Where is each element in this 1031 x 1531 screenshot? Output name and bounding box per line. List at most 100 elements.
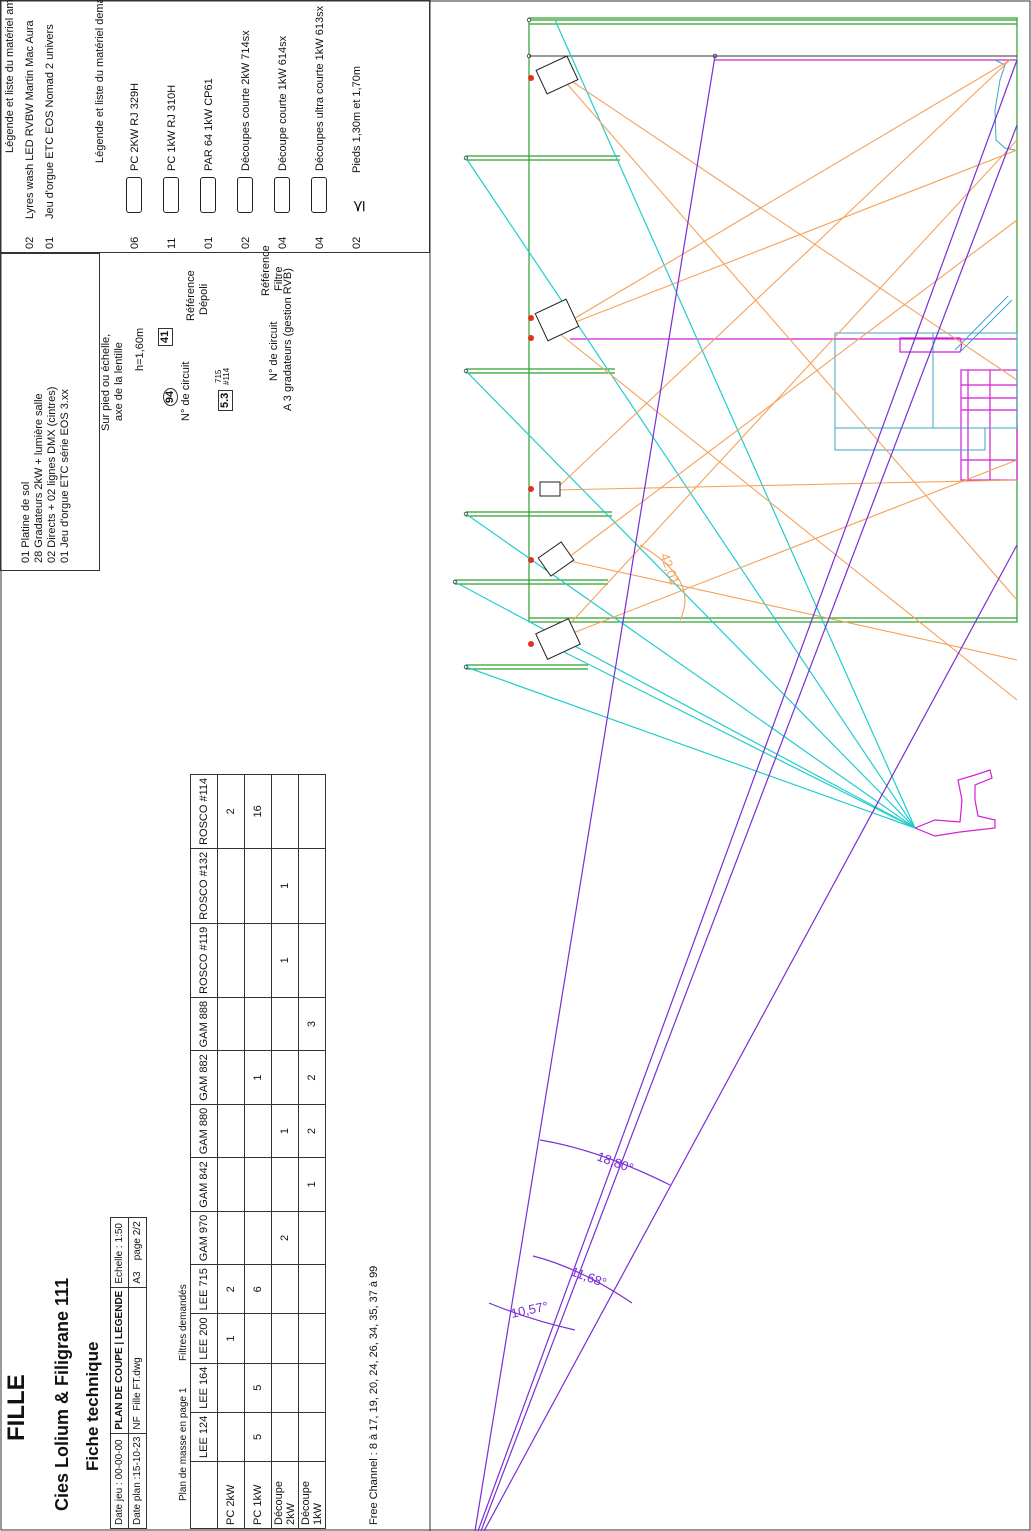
orange-beams [554,59,1018,701]
fixture-1 [528,55,579,95]
list-item: 04Découpe courte 1kW 614sx [273,6,310,249]
filter-column-header: LEE 164 [190,1363,218,1413]
list-item: 02Découpes courte 2kW 714sx [236,6,273,249]
fixture-3 [528,481,561,497]
filter-count-cell [298,1211,326,1265]
filter-column-header: GAM 888 [190,997,218,1051]
filter-count-cell [271,774,299,849]
fixtures [528,55,581,660]
list-item: 01Jeu d'orgue ETC EOS Nomad 2 univers [40,20,60,249]
filter-column-header: ROSCO #132 [190,848,218,924]
main-title: FILLE [3,1374,30,1441]
filter-count-cell: 16 [244,774,272,849]
filter-brand: GAM 888 [198,1000,210,1048]
filter-count-cell [298,774,326,849]
filter-count-cell [271,1412,299,1462]
filter-brand: LEE 200 [198,1317,210,1360]
list-item: 11PC 1kW RJ 310H [162,6,199,249]
filter-column-header: LEE 715 [190,1264,218,1314]
sheet-title: Fiche technique [83,1341,102,1471]
filter-count-cell: 5 [244,1412,272,1462]
filter-count-cell [244,1157,272,1212]
row-label: Découpe 1kW [298,1461,326,1529]
filters-caption-right: Filtres demandés [178,1284,189,1361]
item-qty: 04 [277,236,289,249]
filter-brand: GAM 842 [198,1161,210,1208]
filter-brand: GAM 880 [198,1107,210,1155]
filter-count-cell: 3 [298,997,326,1051]
filter-brand: ROSCO #114 [198,777,210,845]
filter-count-cell: 2 [298,1050,326,1105]
filter-column-header: GAM 970 [190,1211,218,1265]
filters-caption-left: Plan de masse en page 1 [178,1387,189,1501]
info-table: Date jeu : 00-00-00 PLAN DE COUPE | LEGE… [110,1217,147,1529]
item-label: PC 2KW RJ 329H [129,82,141,171]
filter-count-cell [217,1050,245,1105]
profile-1kw-icon [273,177,290,213]
filter-count-cell: 2 [217,774,245,849]
free-channel: Free Channel : 8 à 17, 19, 20, 24, 26, 3… [368,1265,380,1525]
item-qty: 04 [314,236,326,249]
filter-count-cell [271,1050,299,1105]
item-qty: 02 [351,236,363,249]
list-item: 06 PC 2KW RJ 329H [125,6,162,249]
pc-2kw-icon [125,177,142,213]
row-label: Découpe 2kW [271,1461,299,1529]
filter-column-header: GAM 880 [190,1104,218,1158]
filter-count-cell [217,1157,245,1212]
filter-count-cell [271,997,299,1051]
filter-count-cell [217,1211,245,1265]
scale: Echelle : 1:50 [110,1217,129,1288]
filter-count-cell [271,1313,299,1364]
filter-count-cell: 1 [271,1104,299,1158]
list-item: 02⪯Pieds 1,30m et 1,70m [347,6,384,249]
item-qty: 06 [129,236,141,249]
fixture-4 [528,541,575,577]
filter-count-cell [244,923,272,998]
filter-count-cell [298,923,326,998]
corner-cell [190,1461,218,1529]
filter-count-cell [244,1313,272,1364]
filter-count-cell: 6 [244,1264,272,1314]
filter-column-header: LEE 200 [190,1313,218,1364]
sightlines [474,55,1018,1531]
filter-count-cell [244,848,272,924]
filter-count-cell [217,923,245,998]
filter-count-cell [298,848,326,924]
list-item: 02Lyres wash LED RVBW Martin Mac Aura [20,20,40,249]
audience-figure [913,769,996,837]
plan-type: PLAN DE COUPE | LEGENDE [110,1287,129,1434]
filter-count-cell [271,1363,299,1413]
angle-label-1: 18,80° [595,1149,636,1176]
filter-column-header: GAM 842 [190,1157,218,1212]
row-label: PC 2kW [217,1461,245,1529]
filter-count-cell: 1 [271,923,299,998]
filter-count-cell: 2 [271,1211,299,1265]
filter-brand: ROSCO #132 [198,851,210,920]
filter-count-cell: 2 [298,1104,326,1158]
filter-count-cell [217,997,245,1051]
stand-icon: ⪯ [350,199,368,213]
filter-brand: GAM 970 [198,1214,210,1262]
item-qty: 01 [203,236,215,249]
requested-header: Légende et liste du matériel demandé [94,0,106,163]
angle-label-2: 11,68° [569,1264,609,1291]
item-qty: 02 [240,236,252,249]
filter-column-header: ROSCO #114 [190,774,218,849]
date-plan: Date plan :15-10-23 [128,1433,147,1529]
pc-1kw-icon [162,177,179,213]
legend-panel: FILLE Cies Lolium & Filigrane 111 Fiche … [0,0,430,1531]
nf-label: NF [132,1416,143,1430]
filter-count-cell [271,1264,299,1314]
filter-count-cell [271,1157,299,1212]
filter-brand: ROSCO #119 [198,926,210,994]
filter-count-cell: 5 [244,1363,272,1413]
